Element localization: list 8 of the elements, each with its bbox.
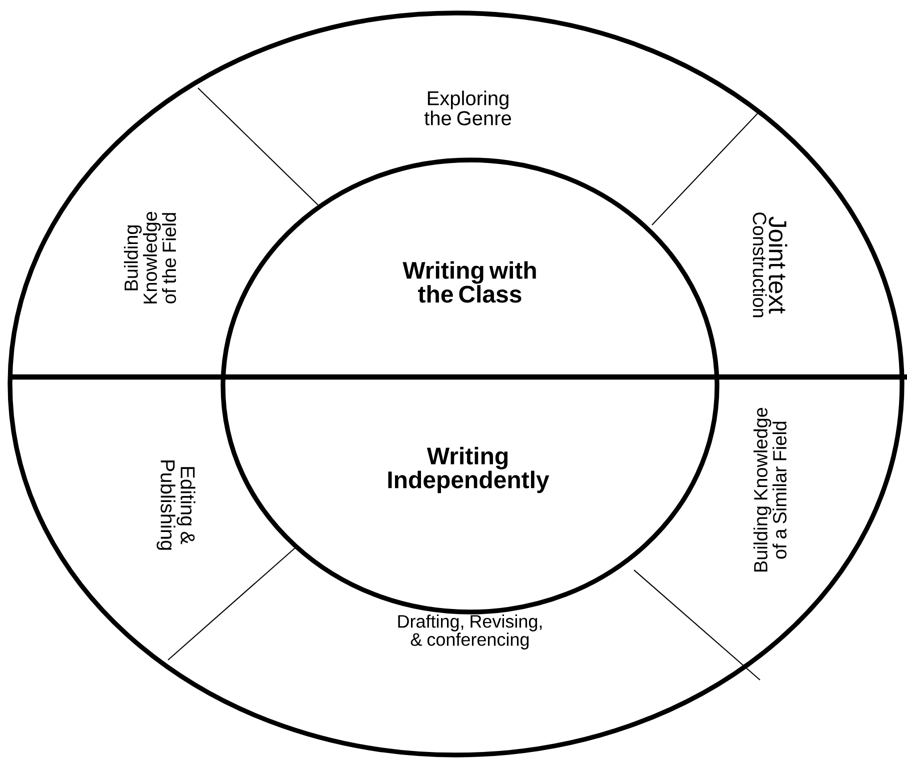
segment-label: Drafting, Revising, & conferencing <box>398 614 542 650</box>
segment-label: Editing & Publishing <box>156 460 196 550</box>
center-label: Writing Independently <box>388 446 550 494</box>
segment-label: Building Knowledge of the Field <box>124 212 176 304</box>
center-label: Writing with the Class <box>402 261 536 303</box>
segment-label: Exploring the Genre <box>424 90 512 126</box>
segment-label: Building Knowledge of a Similar Field <box>754 408 786 572</box>
segment-label: Joint text Construction <box>752 212 788 318</box>
